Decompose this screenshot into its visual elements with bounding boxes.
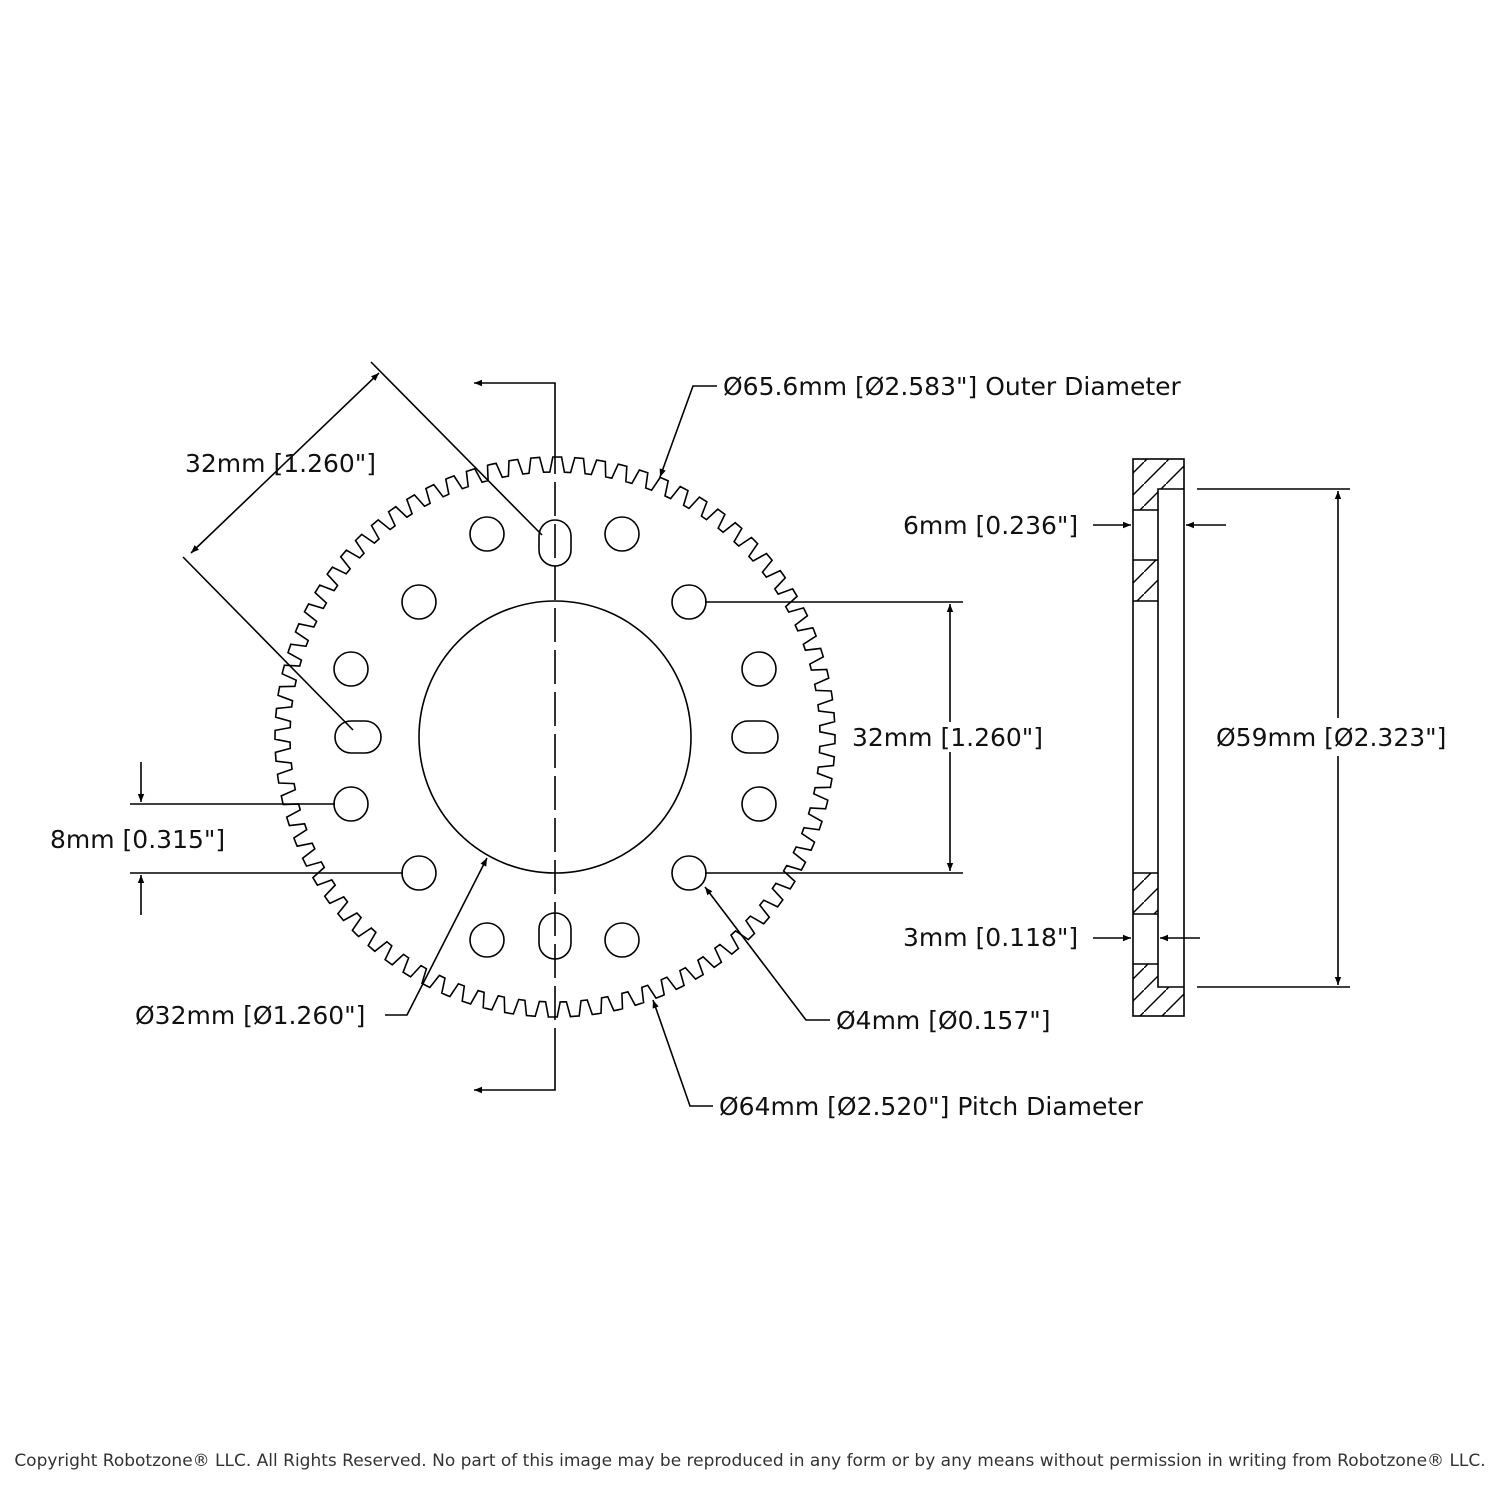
mounting-hole bbox=[333, 651, 369, 687]
dim-bore: Ø32mm [Ø1.260"] bbox=[135, 857, 488, 1030]
hub-diameter-label: Ø59mm [Ø2.323"] bbox=[1216, 723, 1446, 752]
mounting-hole bbox=[671, 584, 707, 620]
copyright-notice: Copyright Robotzone® LLC. All Rights Res… bbox=[14, 1451, 1485, 1471]
mounting-hole bbox=[604, 922, 640, 958]
section-line bbox=[474, 379, 556, 1094]
dim-step: 3mm [0.118"] bbox=[903, 923, 1200, 952]
step-label: 3mm [0.118"] bbox=[903, 923, 1078, 952]
mounting-hole bbox=[671, 855, 707, 891]
mounting-holes bbox=[333, 516, 777, 958]
dim-diagonal-spacing: 32mm [1.260"] bbox=[182, 361, 543, 731]
slot-left bbox=[334, 720, 382, 754]
dim-thickness: 6mm [0.236"] bbox=[903, 511, 1226, 540]
gear-teeth bbox=[274, 456, 836, 1018]
mounting-hole bbox=[741, 651, 777, 687]
dim-vertical-spacing: 32mm [1.260"] bbox=[705, 601, 1043, 874]
dim-pitch-diameter: Ø64mm [Ø2.520"] Pitch Diameter bbox=[652, 999, 1144, 1121]
slot-right bbox=[731, 720, 779, 754]
gear-front-view bbox=[274, 440, 836, 1030]
dim-outer-diameter: Ø65.6mm [Ø2.583"] Outer Diameter bbox=[659, 372, 1182, 478]
mounting-hole bbox=[333, 786, 369, 822]
dim-hole-pitch: 8mm [0.315"] bbox=[50, 762, 403, 915]
mounting-hole bbox=[401, 855, 437, 891]
pitch-diameter-label: Ø64mm [Ø2.520"] Pitch Diameter bbox=[719, 1092, 1144, 1121]
mounting-hole bbox=[469, 516, 505, 552]
dim-hole: Ø4mm [Ø0.157"] bbox=[704, 886, 1051, 1035]
mounting-hole bbox=[469, 922, 505, 958]
outer-diameter-label: Ø65.6mm [Ø2.583"] Outer Diameter bbox=[723, 372, 1182, 401]
thickness-label: 6mm [0.236"] bbox=[903, 511, 1078, 540]
hole-label: Ø4mm [Ø0.157"] bbox=[836, 1006, 1051, 1035]
dim-hub-diameter: Ø59mm [Ø2.323"] bbox=[1197, 488, 1446, 988]
mounting-hole bbox=[401, 584, 437, 620]
hole-pitch-label: 8mm [0.315"] bbox=[50, 825, 225, 854]
mounting-hole bbox=[741, 786, 777, 822]
mounting-hole bbox=[604, 516, 640, 552]
gear-side-view bbox=[1132, 458, 1185, 1017]
vertical-spacing-label: 32mm [1.260"] bbox=[852, 723, 1043, 752]
diag-spacing-label: 32mm [1.260"] bbox=[185, 449, 376, 478]
bore-label: Ø32mm [Ø1.260"] bbox=[135, 1001, 365, 1030]
